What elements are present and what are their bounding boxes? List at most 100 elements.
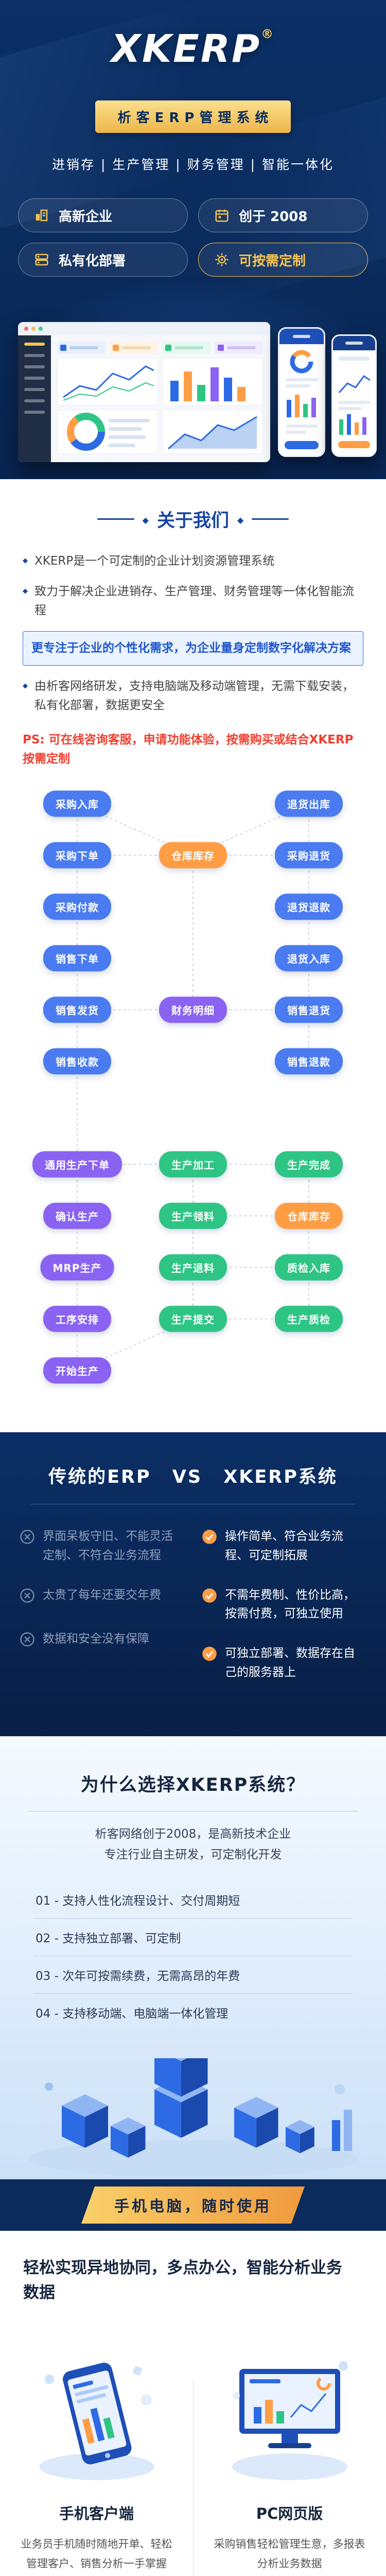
pc-card-title: PC网页版 <box>256 2505 323 2523</box>
con-text: 数据和安全没有保障 <box>43 1632 149 1646</box>
pro-text: 可独立部署、数据存在自己的服务器上 <box>225 1647 355 1679</box>
flow-node-production-picking: 生产领料 <box>159 1202 227 1229</box>
phone-screenshot-2 <box>331 334 377 457</box>
about-section: ◆ 关于我们 ◆ ◆ XKERP是一个可定制的企业计划资源管理系统 ◆ 致力于解… <box>0 479 386 773</box>
flow-node-production-submit: 生产提交 <box>159 1306 227 1332</box>
vertical-divider <box>193 2380 194 2576</box>
feature-badge-label: 私有化部署 <box>59 253 126 269</box>
flow-node-mrp-production: MRP生产 <box>40 1254 114 1281</box>
feature-badge-private-deploy: 私有化部署 <box>18 243 188 277</box>
gear-icon <box>213 251 231 268</box>
flow-node-production-finish: 生产完成 <box>275 1151 343 1178</box>
mobile-card-title: 手机客户端 <box>59 2505 134 2523</box>
cross-circle-icon <box>20 1630 35 1653</box>
flow-node-production-return: 生产退料 <box>159 1254 227 1281</box>
flow-node-production-process: 生产加工 <box>159 1151 227 1178</box>
window-minimize-dot <box>31 327 36 331</box>
con-text: 界面呆板守旧、不能灵活定制、不符合业务流程 <box>43 1530 173 1562</box>
about-item: ◆ 由析客网络研发，支持电脑端及移动端管理，无需下载安装，私有化部署，数据更安全 <box>23 677 363 715</box>
phone-screenshot-1 <box>278 327 325 457</box>
window-titlebar <box>18 322 270 335</box>
feature-badge-label: 创于 2008 <box>239 209 308 225</box>
system-name-badge: 析客ERP管理系统 <box>95 100 291 133</box>
flow-node-production-qc: 生产质检 <box>275 1306 343 1332</box>
flow-node-sales-collection: 销售收款 <box>43 1048 111 1075</box>
about-item: ◆ XKERP是一个可定制的企业计划资源管理系统 <box>23 552 363 571</box>
feature-badges: 高新企业 创于 2008 私有化部署 可按需定制 <box>13 198 373 277</box>
flow-node-warehouse-stock: 仓库库存 <box>159 842 227 869</box>
pro-text: 操作简单、符合业务流程、可定制拓展 <box>225 1530 343 1562</box>
logo-text: XKERP <box>111 27 261 71</box>
why-list: 01 - 支持人性化流程设计、交付周期短 02 - 支持独立部署、可定制 03 … <box>33 1881 353 2031</box>
server-icon <box>33 251 50 268</box>
flow-node-qc-inbound: 质检入库 <box>275 1254 343 1281</box>
about-item-text: XKERP是一个可定制的企业计划资源管理系统 <box>34 554 275 568</box>
cross-circle-icon <box>20 1527 35 1565</box>
check-circle-icon <box>202 1644 217 1682</box>
mobile-card-desc: 业务员手机随时随地开单、轻松管理客户、销售分析一手掌握 <box>21 2538 172 2570</box>
vs-label: VS <box>172 1467 203 1487</box>
calendar-icon <box>213 207 231 224</box>
dashboard-charts <box>51 335 270 462</box>
why-item: 03 - 次年可按需续费，无需高昂的年费 <box>33 1956 353 1994</box>
xkerp-column: 操作简单、符合业务流程、可定制拓展 不需年费制、性价比高，按需付费，可独立使用 … <box>202 1527 366 1703</box>
con-text: 太贵了每年还要交年费 <box>43 1588 161 1602</box>
flow-node-process-schedule: 工序安排 <box>43 1306 111 1332</box>
why-title: 为什么选择XKERP系统？ <box>80 1775 306 1795</box>
feature-badge-label: 可按需定制 <box>239 253 306 269</box>
flow-node-warehouse-stock-2: 仓库库存 <box>275 1202 343 1229</box>
flow-node-sales-order: 销售下单 <box>43 945 111 972</box>
bullet-icon: ◆ <box>23 587 28 595</box>
diamond-icon: ◆ <box>142 515 149 525</box>
flowchart-section: 采购入库采购下单采购付款销售下单销售发货销售收款仓库库存财务明细退货出库采购退货… <box>0 773 386 1432</box>
flow-node-purchase-return: 采购退货 <box>275 842 343 869</box>
why-item: 04 - 支持移动端、电脑端一体化管理 <box>36 2007 229 2021</box>
pc-card-desc: 采购销售轻松管理生意，多报表分析业务数据 <box>214 2538 365 2570</box>
feature-badge-founded: 创于 2008 <box>198 198 368 232</box>
pc-web-card: PC网页版 采购销售轻松管理生意，多报表分析业务数据 <box>193 2334 386 2574</box>
dashboard-sidebar <box>18 335 51 462</box>
flow-node-purchase-order: 采购下单 <box>43 842 111 869</box>
flow-node-start-production: 开始生产 <box>43 1357 111 1384</box>
about-title-row: ◆ 关于我们 ◆ <box>0 506 386 532</box>
about-list: ◆ XKERP是一个可定制的企业计划资源管理系统 ◆ 致力于解决企业进销存、生产… <box>23 552 363 715</box>
flow-node-return-outbound: 退货出库 <box>275 790 343 817</box>
isometric-illustration <box>0 2035 386 2179</box>
about-item: ◆ 致力于解决企业进销存、生产管理、财务管理等一体化智能流程 <box>23 582 363 620</box>
title-line-decoration <box>252 518 289 520</box>
pro-item: 不需年费制、性价比高，按需付费，可独立使用 <box>202 1586 366 1624</box>
pro-text: 不需年费制、性价比高，按需付费，可独立使用 <box>225 1588 355 1621</box>
pro-item: 操作简单、符合业务流程、可定制拓展 <box>202 1527 366 1565</box>
brand-logo: XKERP® <box>0 27 386 71</box>
window-maximize-dot <box>39 327 43 331</box>
banner-ribbon: 手机电脑，随时使用 <box>81 2187 305 2224</box>
diamond-icon: ◆ <box>237 515 244 525</box>
ps-note: PS: 可在线咨询客服，申请功能体验，按需购买或结合XKERP按需定制 <box>23 733 354 766</box>
con-item: 太贵了每年还要交年费 <box>20 1586 184 1609</box>
cross-circle-icon <box>20 1586 35 1609</box>
about-item-text: 致力于解决企业进销存、生产管理、财务管理等一体化智能流程 <box>34 584 354 617</box>
about-item-text: 更专注于企业的个性化需求，为企业量身定制数字化解决方案 <box>31 641 351 655</box>
hero-tagline: 进销存 | 生产管理 | 财务管理 | 智能一体化 <box>52 157 334 172</box>
clients-section: 轻松实现异地协同，多点办公，智能分析业务数据 <box>0 2231 386 2576</box>
about-item-highlighted: 更专注于企业的个性化需求，为企业量身定制数字化解决方案 <box>23 631 363 666</box>
con-item: 数据和安全没有保障 <box>20 1630 184 1653</box>
flow-node-sales-return: 销售退货 <box>275 996 343 1023</box>
feature-badge-label: 高新企业 <box>59 209 113 225</box>
why-intro-line1: 析客网络创于2008，是高新技术企业 <box>95 1827 291 1841</box>
banner-section: 手机电脑，随时使用 <box>0 2179 386 2231</box>
vs-title-right: XKERP系统 <box>223 1467 338 1487</box>
title-line-decoration <box>97 518 134 520</box>
mobile-illustration <box>0 2334 193 2499</box>
mobile-client-card: 手机客户端 业务员手机随时随地开单、轻松管理客户、销售分析一手掌握 <box>0 2334 193 2574</box>
flow-node-general-production-order: 通用生产下单 <box>32 1151 122 1178</box>
pc-illustration <box>193 2334 386 2499</box>
why-intro: 析客网络创于2008，是高新技术企业 专注行业自主研发，可定制化开发 <box>0 1824 386 1866</box>
feature-badge-customizable: 可按需定制 <box>198 243 368 277</box>
flow-node-confirm-production: 确认生产 <box>43 1202 111 1229</box>
flow-node-purchase-payment: 采购付款 <box>43 893 111 920</box>
about-item-text: 由析客网络研发，支持电脑端及移动端管理，无需下载安装，私有化部署，数据更安全 <box>34 680 354 712</box>
dashboard-screenshot <box>18 322 270 462</box>
why-item: 02 - 支持独立部署、可定制 <box>33 1919 353 1956</box>
